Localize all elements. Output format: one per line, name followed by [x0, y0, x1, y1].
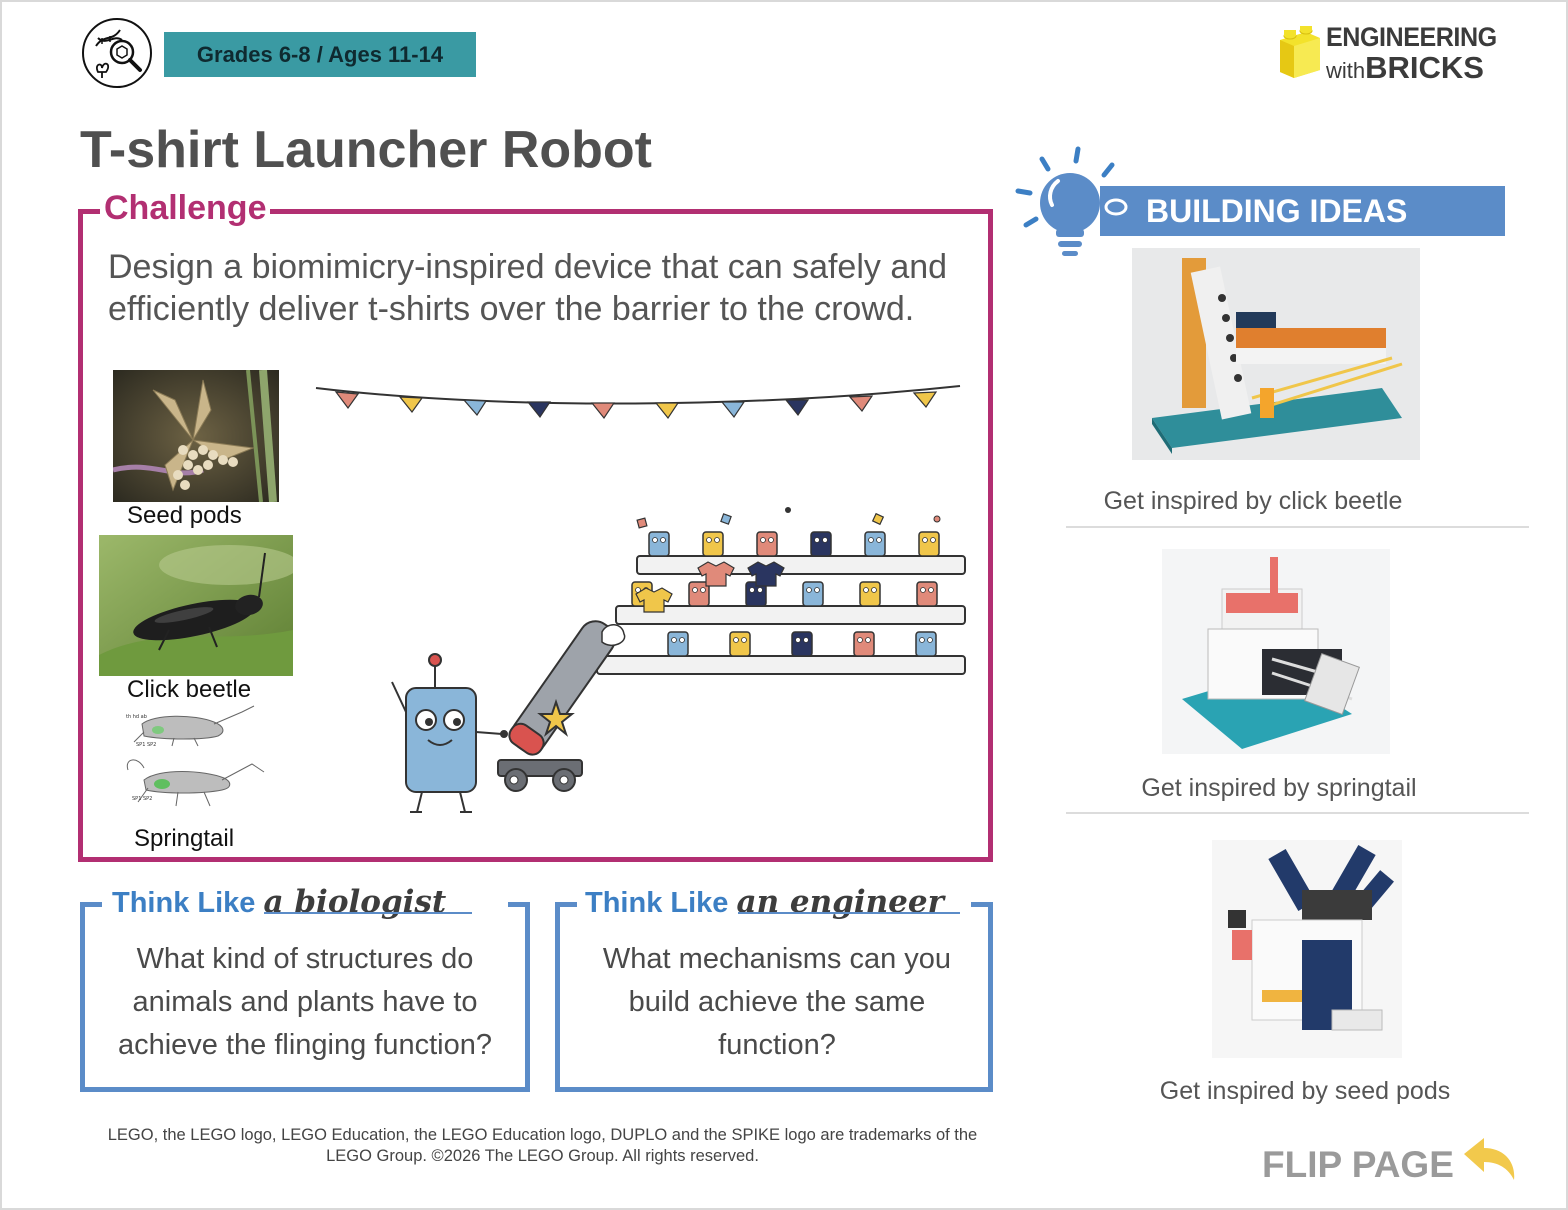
idea-divider [1066, 526, 1529, 528]
engineer-underline [738, 912, 960, 914]
seed-pods-build-photo [1212, 840, 1402, 1058]
grade-badge: Grades 6-8 / Ages 11-14 [164, 32, 476, 77]
biology-magnifier-icon [82, 18, 152, 88]
svg-text:SP1 SP2: SP1 SP2 [132, 796, 152, 802]
springtail-build-photo [1162, 549, 1390, 754]
idea-caption-seed-pods: Get inspired by seed pods [1159, 1077, 1451, 1105]
flip-page-button[interactable]: FLIP PAGE [1262, 1144, 1454, 1185]
think-prefix: Think Like [585, 887, 729, 919]
think-like-biologist-heading: Think Like a biologist [112, 884, 446, 920]
caption-seed-pods: Seed pods [127, 502, 242, 529]
challenge-label: Challenge [100, 189, 271, 228]
think-prefix: Think Like [112, 887, 256, 919]
idea-caption-springtail: Get inspired by springtail [1141, 774, 1417, 802]
engineering-with-bricks-logo: ENGINEERING withBRICKS [1276, 22, 1516, 85]
think-like-engineer-heading: Think Like an engineer [585, 884, 944, 920]
idea-caption-click-beetle: Get inspired by click beetle [1103, 487, 1403, 515]
brick-icon [1280, 26, 1320, 78]
lightbulb-icon [1015, 146, 1128, 256]
caption-click-beetle: Click beetle [127, 676, 252, 703]
brand-bricks: BRICKS [1365, 50, 1484, 85]
legal-footer: LEGO, the LEGO logo, LEGO Education, the… [107, 1126, 978, 1165]
challenge-box [78, 209, 993, 862]
flip-arrow-icon[interactable] [1460, 1134, 1518, 1184]
biologist-question: What kind of structures do animals and p… [117, 943, 493, 1061]
page-title: T-shirt Launcher Robot [80, 121, 652, 179]
engineer-question: What mechanisms can you build achieve th… [602, 943, 952, 1061]
think-role-biologist: a biologist [263, 884, 447, 920]
think-like-engineer-box [555, 902, 993, 1092]
caption-springtail: Springtail [134, 825, 235, 852]
click-beetle-photo [99, 535, 293, 676]
springtail-diagram: th hd ab SP1 SP2 SP1 SP2 [126, 705, 265, 807]
brand-with: with [1326, 58, 1366, 83]
seed-pods-photo [113, 370, 279, 502]
idea-divider [1066, 812, 1529, 814]
svg-text:SP1 SP2: SP1 SP2 [136, 742, 156, 748]
svg-text:th hd ab: th hd ab [126, 714, 147, 720]
think-role-engineer: an engineer [736, 884, 944, 920]
click-beetle-build-photo [1132, 248, 1420, 460]
challenge-text: Design a biomimicry-inspired device that… [108, 248, 948, 328]
building-ideas-banner: BUILDING IDEAS [1100, 186, 1505, 236]
tshirt-launcher-scene [315, 385, 966, 813]
brand-engineering: ENGINEERING [1326, 22, 1497, 52]
think-like-biologist-box [80, 902, 530, 1092]
biologist-underline [264, 912, 472, 914]
